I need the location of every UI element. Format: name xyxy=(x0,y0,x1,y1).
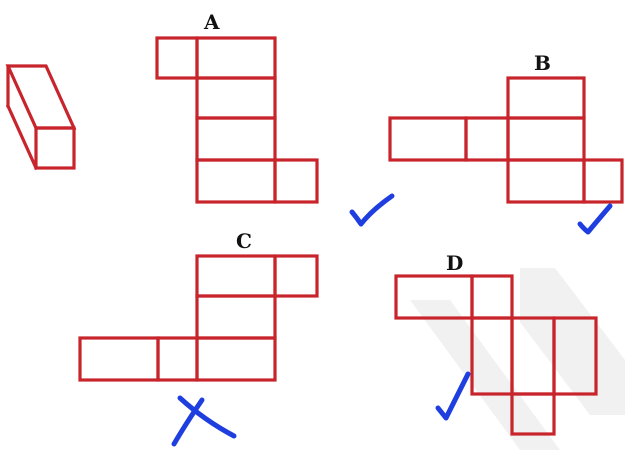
check-mark-d xyxy=(435,371,471,421)
net-c xyxy=(78,254,319,382)
label-c: C xyxy=(236,229,252,253)
net-b xyxy=(388,76,624,204)
cuboid-3d xyxy=(5,64,77,171)
check-mark-b xyxy=(577,203,613,235)
label-a: A xyxy=(203,10,220,34)
watermark xyxy=(410,268,625,450)
net-d xyxy=(394,274,598,436)
check-mark-a xyxy=(349,193,395,227)
label-d: D xyxy=(446,251,463,275)
cross-mark-c xyxy=(171,395,237,447)
net-a xyxy=(155,36,319,204)
label-b: B xyxy=(534,51,551,75)
